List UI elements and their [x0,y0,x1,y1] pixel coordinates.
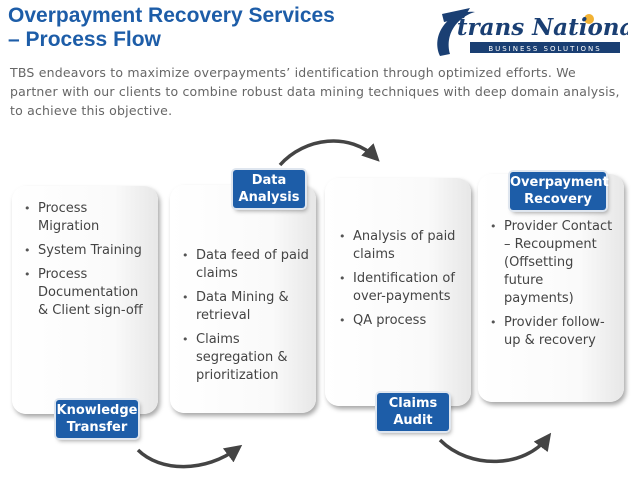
step-card-data-analysis: Data feed of paid claims Data Mining & r… [170,185,316,413]
step-3-list: Analysis of paid claims Identification o… [339,228,465,336]
title-line-1: Overpayment Recovery Services [8,4,335,27]
label-data-analysis: Data Analysis [233,170,305,208]
list-item: QA process [339,312,465,330]
flow-arrow-2 [278,139,380,167]
step-card-overpayment-recovery: Provider Contact – Recoupment (Offsettin… [478,174,624,402]
list-item: Provider Contact – Recoupment (Offsettin… [490,218,616,308]
list-item: Data feed of paid claims [182,247,310,283]
list-item: Identification of over-payments [339,270,465,306]
step-2-list: Data feed of paid claims Data Mining & r… [182,247,310,391]
label-overpayment-recovery: Overpayment Recovery [510,172,609,210]
page-title: Overpayment Recovery Services – Process … [8,4,335,52]
logo-wordmark: trans National [457,14,628,41]
step-card-knowledge-transfer: Process Migration System Training Proces… [12,186,158,414]
step-4-list: Provider Contact – Recoupment (Offsettin… [490,218,616,356]
list-item: Process Documentation & Client sign-off [24,266,150,320]
title-line-2: – Process Flow [8,28,161,51]
flow-arrow-1 [136,444,243,469]
list-item: Process Migration [24,200,150,236]
flow-arrow-3 [438,432,552,464]
logo-tagline: BUSINESS SOLUTIONS [488,45,601,53]
transnational-logo: trans National BUSINESS SOLUTIONS [430,4,628,60]
label-claims-audit: Claims Audit [377,393,449,431]
step-card-claims-audit: Analysis of paid claims Identification o… [325,178,471,406]
list-item: Data Mining & retrieval [182,289,310,325]
list-item: Provider follow-up & recovery [490,314,616,350]
label-knowledge-transfer: Knowledge Transfer [56,400,138,438]
step-1-list: Process Migration System Training Proces… [24,200,150,326]
list-item: System Training [24,242,150,260]
intro-text: TBS endeavors to maximize overpayments’ … [10,65,620,118]
list-item: Analysis of paid claims [339,228,465,264]
list-item: Claims segregation & prioritization [182,331,310,385]
